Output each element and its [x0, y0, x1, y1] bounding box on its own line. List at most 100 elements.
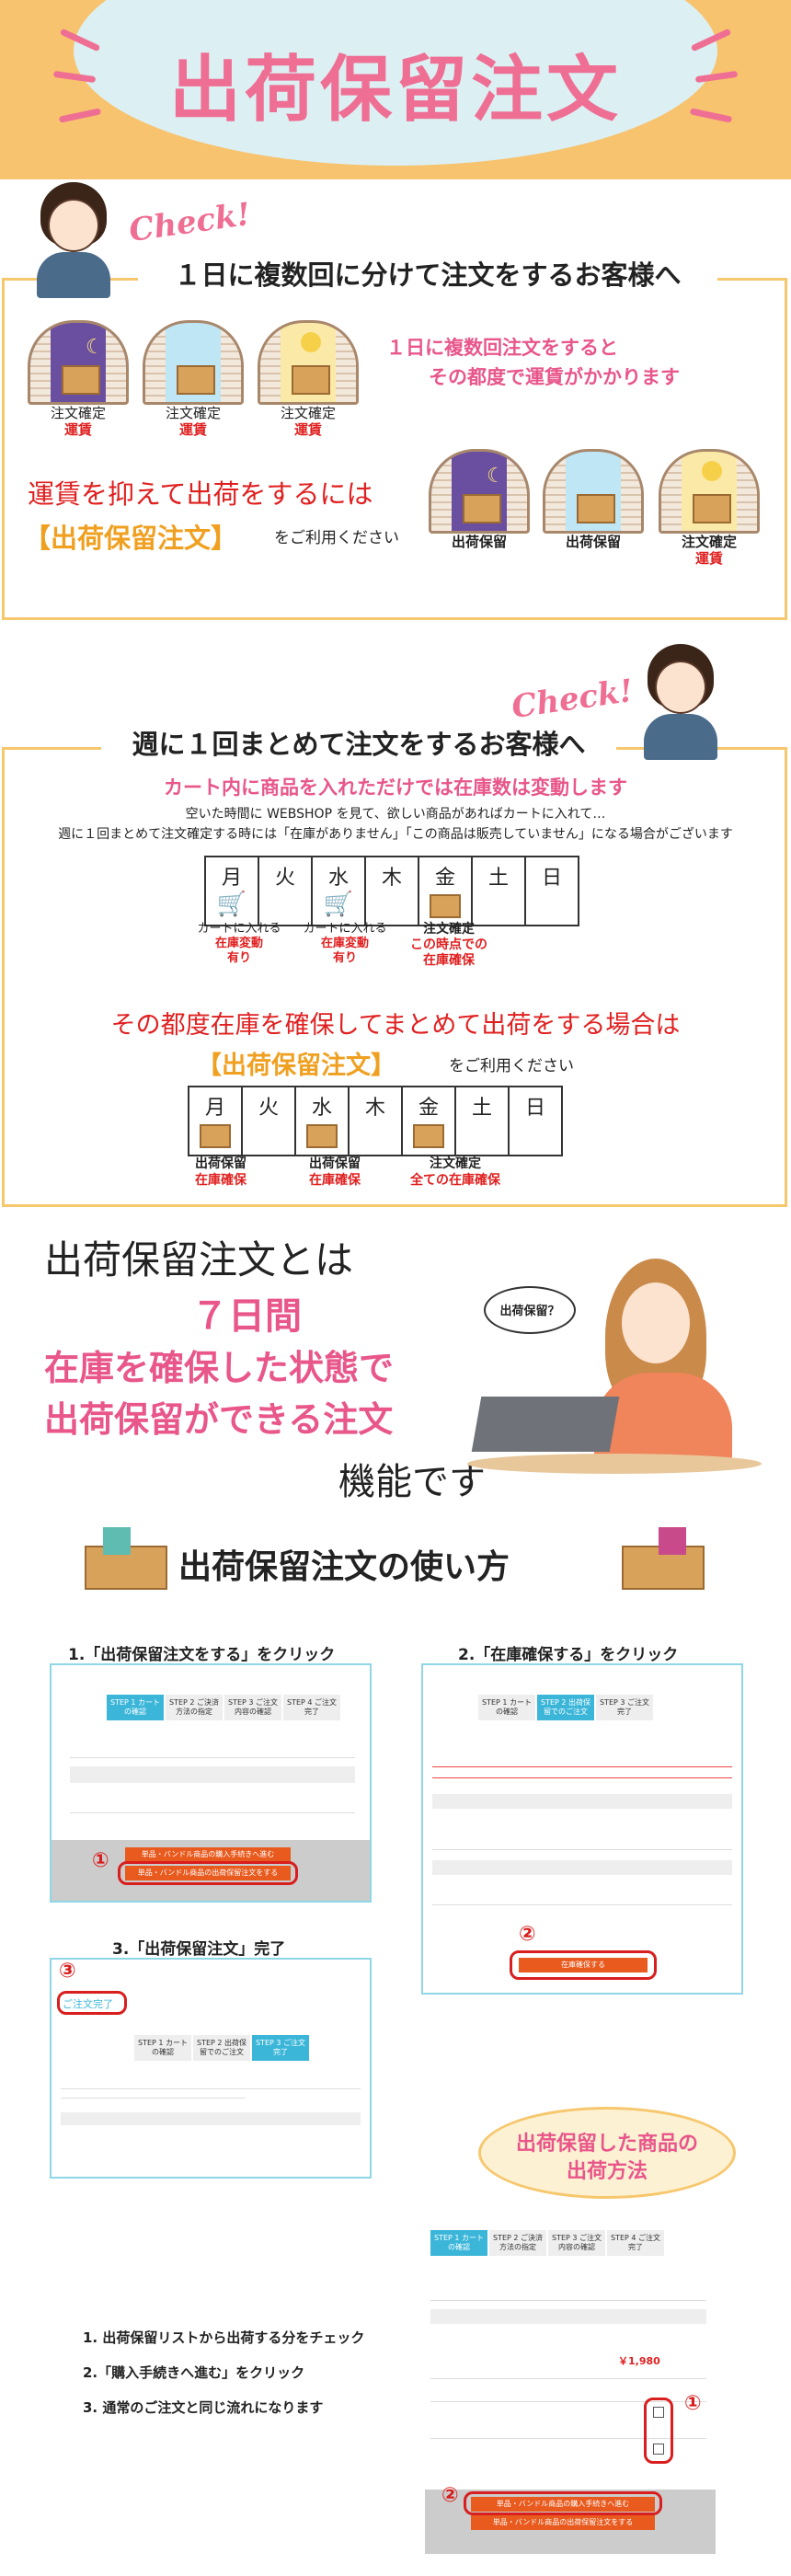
step-tab: STEP 2 ご決済方法の指定: [489, 2230, 546, 2256]
definition-line2: ７日間: [191, 1295, 302, 1338]
reserve-stock-button[interactable]: 在庫確保する: [519, 1958, 648, 1972]
cart-icon: 🛒: [323, 891, 354, 918]
box-icon: [306, 1124, 338, 1148]
window-order-icon: [659, 449, 760, 534]
definition-line5: 機能です: [338, 1461, 486, 1503]
page-title: 出荷保留注文: [168, 49, 622, 132]
day-cell: 月: [188, 1086, 243, 1156]
calendar-week-2: 月 火 水 木 金 土 日: [188, 1086, 563, 1156]
step-tab: STEP 3 ご注文完了: [596, 1695, 653, 1720]
section1-lead: 運賃を抑えて出荷をするには: [28, 478, 373, 510]
section2-lead: その都度在庫を確保してまとめて出荷をする場合は: [110, 1011, 681, 1040]
hold-caption: 注文確定運賃: [681, 534, 737, 567]
day-cell: 金: [401, 1086, 456, 1156]
hold-order-button[interactable]: 単品・バンドル商品の出荷保留注文をする: [125, 1866, 291, 1880]
purchase-button[interactable]: 単品・バンドル商品の購入手続きへ進む: [125, 1847, 291, 1862]
step1-title: 1.「出荷保留注文をする」をクリック: [68, 1646, 336, 1664]
marker-3: ③: [59, 1960, 76, 1983]
day-cell: 水🛒: [311, 856, 366, 926]
checkbox[interactable]: [653, 2407, 664, 2418]
page-header: 出荷保留注文: [0, 0, 791, 179]
woman-avatar: [28, 182, 120, 311]
marker-1: ①: [684, 2392, 702, 2415]
thought-bubble: 出荷保留？: [499, 1305, 560, 1318]
highlight-ring: [644, 2398, 673, 2464]
step-tab: STEP 3 ご注文内容の確認: [224, 1695, 281, 1720]
hold-caption: 出荷保留: [565, 534, 621, 550]
day-cell: 木: [364, 856, 419, 926]
step-tab: STEP 4 ご注文完了: [607, 2230, 664, 2256]
cal1-caption: カートに入れる在庫変動有り: [303, 922, 387, 965]
day-cell: 土: [471, 856, 526, 926]
cal1-caption: 注文確定この時点での在庫確保: [410, 922, 487, 968]
done-label: ご注文完了: [63, 1998, 113, 2010]
step-tab: STEP 1 カートの確認: [134, 2035, 191, 2061]
message-line2: その都度で運賃がかかります: [429, 366, 680, 388]
sun-window-icon: [258, 320, 359, 405]
bubble-line2: 出荷方法: [566, 2160, 648, 2183]
day-cell: 水: [294, 1086, 350, 1156]
marker-2: ②: [441, 2484, 459, 2507]
cal2-caption: 出荷保留在庫確保: [309, 1156, 361, 1188]
boxes-icon: [85, 1527, 167, 1590]
step-tab: STEP 1 カートの確認: [478, 1695, 535, 1720]
bubble-line1: 出荷保留した商品の: [515, 2133, 698, 2156]
highlight-ring: [57, 1991, 127, 2015]
window-hold-icon: [543, 449, 644, 534]
total-price: ￥1,980: [618, 2355, 660, 2367]
shipping-method-bubble: 出荷保留した商品の 出荷方法: [478, 2107, 736, 2208]
step3-title: 3.「出荷保留注文」完了: [112, 1940, 286, 1959]
box-icon: [430, 894, 461, 918]
box-icon: [413, 1124, 444, 1148]
definition-line3: 在庫を確保した状態で: [44, 1348, 395, 1388]
window-hold-icon: ☾: [429, 449, 530, 534]
step-tab: STEP 2 ご決済方法の指定: [166, 1695, 223, 1720]
calendar-week-1: 月🛒 火 水🛒 木 金 土 日: [204, 856, 579, 926]
screenshot-step1: STEP 1 カートの確認 STEP 2 ご決済方法の指定 STEP 3 ご注文…: [50, 1663, 372, 1903]
step-tab: STEP 1 カートの確認: [107, 1695, 164, 1720]
woman-laptop-illustration: 出荷保留？: [467, 1259, 771, 1479]
step-tab: STEP 4 ご注文完了: [283, 1695, 340, 1720]
instruction-3: 3. 通常のご注文と同じ流れになります: [83, 2399, 324, 2416]
step2-title: 2.「在庫確保する」をクリック: [458, 1646, 679, 1664]
hold-caption: 出荷保留: [451, 534, 507, 550]
day-window-icon: [143, 320, 244, 405]
scene-caption: 注文確定運賃: [50, 405, 106, 438]
section2-highlight: 【出荷保留注文】: [197, 1052, 396, 1080]
purchase-button[interactable]: 単品・バンドル商品の購入手続きへ進む: [471, 2497, 655, 2512]
checkbox[interactable]: [653, 2444, 664, 2455]
screenshot-shipping: STEP 1 カートの確認 STEP 2 ご決済方法の指定 STEP 3 ご注文…: [425, 2217, 719, 2572]
definition-line4: 出荷保留ができる注文: [44, 1399, 394, 1440]
definition-line1: 出荷保留注文とは: [44, 1237, 354, 1282]
section2-note1: 空いた時間に WEBSHOP を見て、欲しい商品があればカートに入れて…: [185, 807, 606, 822]
step-tab: STEP 2 出荷保留でのご注文: [537, 1695, 594, 1720]
day-cell: 木: [348, 1086, 403, 1156]
cal2-caption: 出荷保留在庫確保: [195, 1156, 246, 1188]
step-tab: STEP 2 出荷保留でのご注文: [193, 2035, 250, 2061]
hold-order-button[interactable]: 単品・バンドル商品の出荷保留注文をする: [471, 2515, 655, 2530]
cal2-caption: 注文確定全ての在庫確保: [410, 1156, 500, 1188]
scene-caption: 注文確定運賃: [165, 405, 221, 438]
boxes-icon: [622, 1527, 705, 1590]
marker-1: ①: [92, 1849, 109, 1872]
day-cell: 月🛒: [204, 856, 259, 926]
usage-heading: 出荷保留注文の使い方: [178, 1548, 510, 1586]
cart-icon: 🛒: [216, 891, 247, 918]
screenshot-step2: STEP 1 カートの確認 STEP 2 出荷保留でのご注文 STEP 3 ご注…: [421, 1663, 743, 1995]
day-cell: 日: [524, 856, 579, 926]
highlight-ring: [510, 1950, 657, 1980]
day-cell: 火: [241, 1086, 296, 1156]
cal1-caption: カートに入れる在庫変動有り: [197, 922, 281, 965]
woman-avatar: [635, 644, 727, 773]
section2-heading: 週に１回まとめて注文をするお客様へ: [101, 723, 616, 762]
day-cell: 金: [418, 856, 473, 926]
message-line1: １日に複数回注文をすると: [386, 337, 618, 359]
step-tab: STEP 1 カートの確認: [430, 2230, 487, 2256]
section1-highlight: 【出荷保留注文】: [24, 523, 238, 554]
highlight-ring: [118, 1861, 298, 1885]
section2-note2: 週に１回まとめて注文確定する時には「在庫がありません」「この商品は販売していませ…: [58, 827, 733, 842]
section2-suffix: をご利用ください: [449, 1057, 574, 1075]
step-tab: STEP 3 ご注文完了: [252, 2035, 309, 2061]
scene-caption: 注文確定運賃: [280, 405, 336, 438]
check-label: Check!: [126, 195, 253, 250]
